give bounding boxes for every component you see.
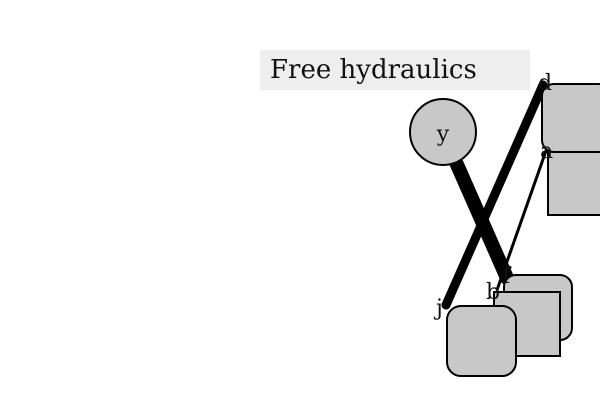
node-y[interactable] (409, 98, 477, 166)
edge-b-a (495, 147, 549, 291)
label-d: d (538, 71, 552, 96)
label-a: a (540, 139, 553, 164)
edge-j-d (441, 80, 548, 310)
label-b: b (486, 280, 500, 305)
diagram-title: Free hydraulics (270, 55, 477, 85)
title-box: Free hydraulics (260, 50, 530, 90)
label-f: f (502, 264, 512, 289)
node-top-right[interactable] (541, 83, 600, 153)
label-j: j (433, 296, 443, 321)
node-y-label: y (436, 122, 450, 147)
node-bottom[interactable] (446, 305, 517, 377)
